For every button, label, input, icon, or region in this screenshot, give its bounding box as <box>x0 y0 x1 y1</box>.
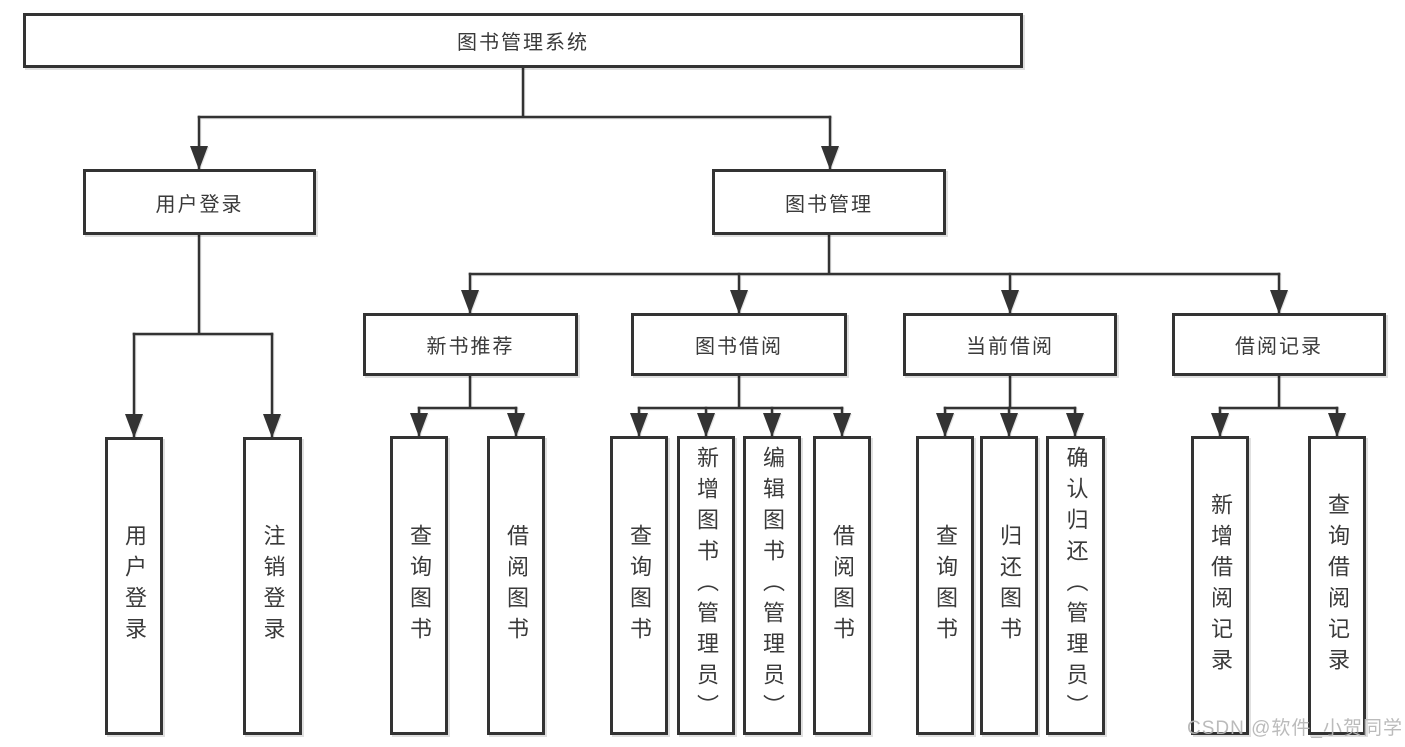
node-leaf-return-books: 归还图书 <box>980 436 1038 735</box>
node-label: 图书管理 <box>785 193 873 216</box>
node-label: 用户登录 <box>122 524 147 648</box>
node-label: 图书管理系统 <box>457 32 589 54</box>
node-label: 借阅图书 <box>504 523 529 648</box>
node-leaf-logout: 注销登录 <box>243 437 302 735</box>
node-leaf-recommend-query-books: 查询图书 <box>390 436 448 735</box>
node-label: 查询借阅记录 <box>1325 492 1350 679</box>
node-current-borrow: 当前借阅 <box>903 313 1117 376</box>
node-book-borrow: 图书借阅 <box>631 313 847 376</box>
node-leaf-user-login: 用户登录 <box>105 437 163 735</box>
node-label: 查询图书 <box>627 523 652 648</box>
node-label: 图书借阅 <box>695 336 783 358</box>
node-label: 新增借阅记录 <box>1208 492 1233 679</box>
node-label: 借阅记录 <box>1235 336 1323 358</box>
node-leaf-add-books-admin: 新增图书（管理员） <box>677 436 735 735</box>
node-leaf-add-borrow-record: 新增借阅记录 <box>1191 436 1249 735</box>
node-book-management: 图书管理 <box>712 169 946 235</box>
node-label: 查询图书 <box>407 523 432 648</box>
csdn-watermark: CSDN @软件_小贺同学 <box>1187 718 1403 739</box>
node-leaf-borrow-books: 借阅图书 <box>813 436 871 735</box>
node-borrow-records: 借阅记录 <box>1172 313 1386 376</box>
node-leaf-confirm-return-admin: 确认归还（管理员） <box>1046 436 1105 735</box>
node-label: 注销登录 <box>260 524 286 648</box>
node-new-book-recommend: 新书推荐 <box>363 313 578 376</box>
node-leaf-edit-books-admin: 编辑图书（管理员） <box>743 436 801 735</box>
node-label: 借阅图书 <box>830 523 855 648</box>
node-label: 归还图书 <box>997 523 1022 648</box>
node-label: 编辑图书（管理员） <box>760 446 785 725</box>
node-label: 新书推荐 <box>426 336 515 358</box>
node-system-root: 图书管理系统 <box>23 13 1023 68</box>
node-leaf-query-borrow-record: 查询借阅记录 <box>1308 436 1366 735</box>
node-label: 当前借阅 <box>966 336 1054 358</box>
node-user-login-group: 用户登录 <box>83 169 316 235</box>
node-label: 新增图书（管理员） <box>694 446 719 725</box>
node-leaf-borrow-query-books: 查询图书 <box>610 436 668 735</box>
node-label: 用户登录 <box>155 193 244 216</box>
node-label: 查询图书 <box>933 523 958 648</box>
node-leaf-current-query-books: 查询图书 <box>916 436 974 735</box>
node-label: 确认归还（管理员） <box>1063 446 1089 725</box>
node-leaf-recommend-borrow-books: 借阅图书 <box>487 436 545 735</box>
